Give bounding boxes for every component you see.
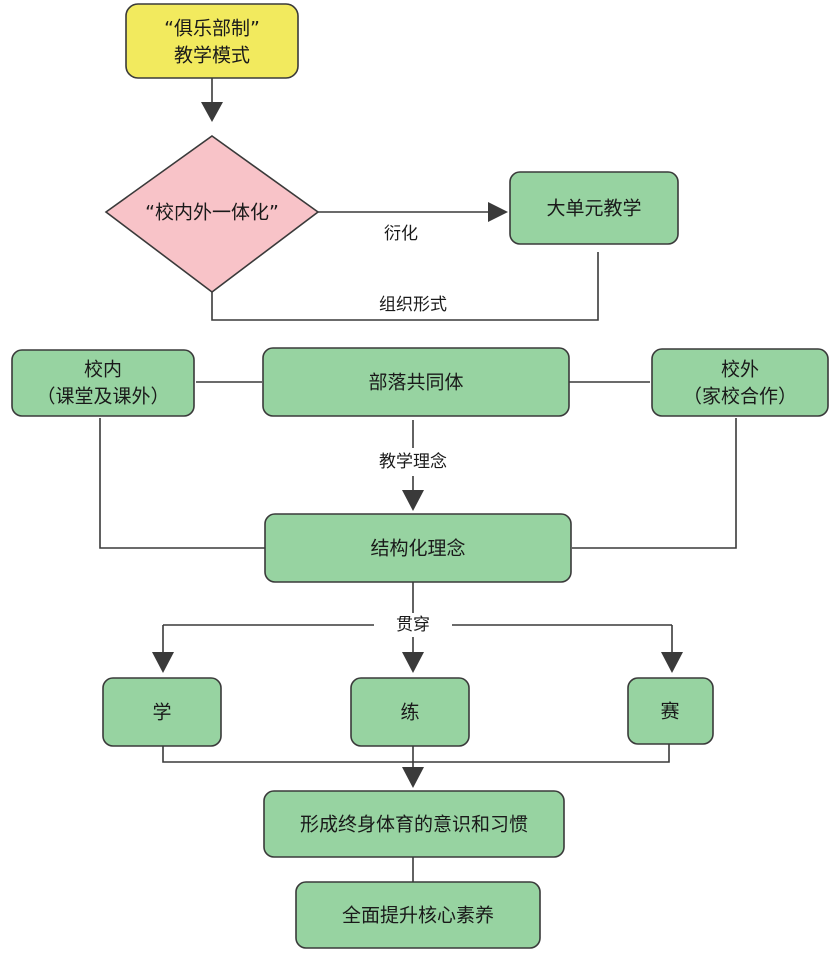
node-learn-text: 学 bbox=[152, 702, 171, 724]
node-practice: 练 bbox=[350, 677, 470, 747]
node-community-text: 部落共同体 bbox=[368, 372, 463, 394]
connector-outschool-structured bbox=[572, 418, 737, 549]
node-structured-text: 结构化理念 bbox=[370, 537, 465, 560]
node-integration-diamond bbox=[104, 135, 320, 294]
node-club-model-line-1: “俱乐部制” bbox=[164, 18, 260, 40]
node-learn-box bbox=[102, 677, 222, 747]
arrowhead-to-integration bbox=[201, 102, 223, 122]
nodes: “俱乐部制” 教学模式 “校内外一体化” 大单元教学 校内 （课堂及课外） 部落… bbox=[11, 3, 829, 949]
arrowhead-to-habit bbox=[402, 767, 424, 788]
edge-label-through: 贯穿 bbox=[396, 615, 430, 635]
node-out-school: 校外 （家校合作） bbox=[651, 348, 829, 417]
node-club-model-box bbox=[125, 3, 299, 79]
connectors bbox=[99, 78, 737, 882]
edge-label-concept-bg bbox=[356, 450, 470, 474]
node-compete: 赛 bbox=[627, 677, 714, 745]
node-literacy: 全面提升核心素养 bbox=[295, 881, 541, 949]
node-in-school-box bbox=[11, 349, 195, 417]
arrowhead-to-learn bbox=[152, 652, 174, 673]
node-habit: 形成终身体育的意识和习惯 bbox=[263, 790, 565, 858]
node-habit-box bbox=[263, 790, 565, 858]
node-compete-text: 赛 bbox=[660, 701, 679, 723]
node-practice-box bbox=[350, 677, 470, 747]
arrowhead-to-practice bbox=[402, 652, 424, 673]
node-big-unit-text: 大单元教学 bbox=[546, 198, 641, 220]
node-out-school-box bbox=[651, 348, 829, 417]
node-in-school: 校内 （课堂及课外） bbox=[11, 349, 195, 417]
node-big-unit-box bbox=[509, 171, 679, 245]
arrowhead-to-bigunit bbox=[488, 202, 508, 222]
connector-inschool-structured bbox=[99, 418, 265, 549]
arrowhead-to-compete bbox=[661, 652, 683, 673]
edge-label-form: 组织形式 bbox=[379, 295, 447, 315]
node-community-box bbox=[262, 347, 570, 417]
node-club-model: “俱乐部制” 教学模式 bbox=[125, 3, 299, 79]
node-integration: “校内外一体化” bbox=[104, 135, 320, 294]
node-literacy-text: 全面提升核心素养 bbox=[342, 905, 494, 927]
edge-label-form-bg bbox=[360, 293, 466, 317]
edge-label-concept: 教学理念 bbox=[379, 451, 447, 472]
node-big-unit: 大单元教学 bbox=[509, 171, 679, 245]
connector-form-merge bbox=[211, 252, 599, 321]
arrowhead-to-structured bbox=[402, 490, 424, 511]
node-literacy-box bbox=[295, 881, 541, 949]
node-out-school-line-2: （家校合作） bbox=[683, 386, 797, 408]
node-structured-box bbox=[264, 513, 572, 583]
connector-merge-bar bbox=[162, 744, 670, 763]
node-community: 部落共同体 bbox=[262, 347, 570, 417]
node-integration-text: “校内外一体化” bbox=[145, 202, 279, 224]
edge-label-through-bg bbox=[374, 613, 452, 637]
node-in-school-line-2: （课堂及课外） bbox=[36, 386, 169, 408]
node-in-school-line-1: 校内 bbox=[84, 359, 122, 381]
node-practice-text: 练 bbox=[400, 702, 419, 724]
node-out-school-line-1: 校外 bbox=[721, 359, 759, 381]
arrowheads bbox=[152, 102, 683, 788]
node-compete-box bbox=[627, 677, 714, 745]
node-structured: 结构化理念 bbox=[264, 513, 572, 583]
edge-labels: 衍化 组织形式 教学理念 贯穿 bbox=[356, 224, 470, 637]
node-habit-text: 形成终身体育的意识和习惯 bbox=[300, 814, 528, 836]
edge-label-derive: 衍化 bbox=[384, 224, 418, 244]
node-club-model-line-2: 教学模式 bbox=[174, 45, 250, 67]
node-learn: 学 bbox=[102, 677, 222, 747]
